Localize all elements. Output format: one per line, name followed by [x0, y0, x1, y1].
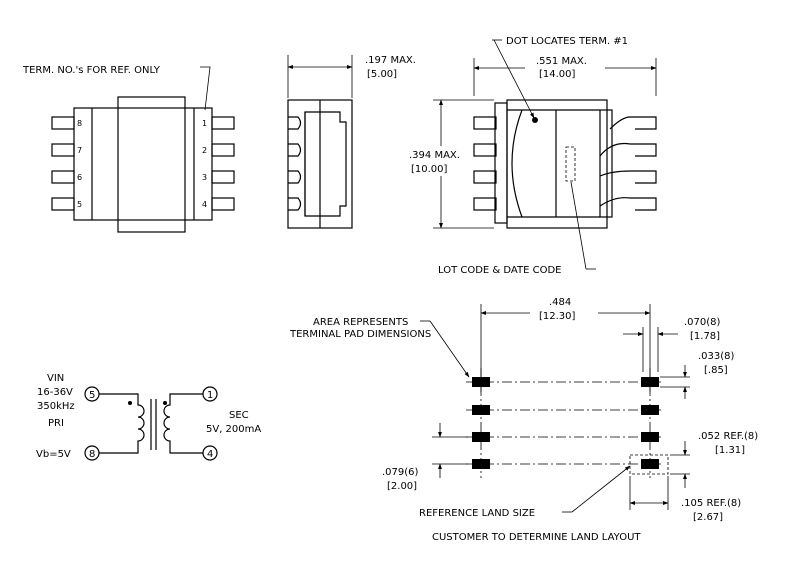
area-leader [429, 320, 470, 378]
land-pad-1 [641, 377, 659, 387]
width-mm: [14.00] [539, 69, 576, 80]
land-leader [571, 465, 631, 513]
pin-4-schem-label: 4 [207, 449, 213, 460]
sec-rating: 5V, 200mA [206, 424, 261, 435]
secondary-dot [163, 401, 167, 405]
land-pad-2 [641, 405, 659, 415]
schematic: VIN 16-36V 350kHz PRI Vb=5V 5 8 1 4 SEC … [36, 373, 261, 461]
span-mm: [12.30] [539, 311, 576, 322]
pin-label-2: 2 [202, 146, 207, 155]
pitch-in: .079(6) [382, 467, 419, 478]
pin-7-lead [51, 143, 75, 157]
pin-1-terminal [202, 386, 218, 402]
pin-label-1: 1 [202, 119, 207, 128]
ref-height-in: .052 REF.(8) [698, 431, 758, 442]
end-view: DOT LOCATES TERM. #1 .551 MAX. [14.00] .… [405, 36, 657, 276]
top-view-core [117, 96, 186, 233]
pad-width-mm: [1.78] [690, 331, 720, 342]
primary-winding [99, 393, 145, 454]
pri-label: PRI [48, 418, 64, 429]
term-ref-note: TERM. NO.'s FOR REF. ONLY [22, 65, 161, 76]
land-pad-4 [641, 459, 659, 469]
lot-note: LOT CODE & DATE CODE [438, 265, 561, 276]
secondary-winding [163, 393, 203, 454]
depth-mm: [10.00] [411, 164, 448, 175]
pin-4-terminal [202, 445, 218, 461]
pin-4-lead [211, 197, 235, 211]
pitch-mm: [2.00] [387, 481, 417, 492]
span-in: .484 [549, 297, 571, 308]
pin-5-label: 5 [89, 390, 95, 401]
pin-2-lead [211, 143, 235, 157]
primary-dot [128, 401, 132, 405]
pin-1-schem-label: 1 [207, 390, 213, 401]
land-pad-3 [641, 432, 659, 442]
area-note-2: TERMINAL PAD DIMENSIONS [289, 329, 431, 340]
dot-note: DOT LOCATES TERM. #1 [506, 36, 628, 47]
vin-label: VIN [47, 373, 64, 384]
lot-leader [570, 181, 587, 270]
land-pad-7 [472, 405, 490, 415]
freq-label: 350kHz [37, 401, 75, 412]
vin-range: 16-36V [37, 387, 73, 398]
pad-height-in: .033(8) [698, 351, 735, 362]
pin-5-lead [51, 197, 75, 211]
ref-height-mm: [1.31] [715, 445, 745, 456]
lot-code-area [565, 146, 576, 182]
vb-label: Vb=5V [36, 449, 71, 460]
pin-8-label: 8 [89, 449, 95, 460]
pad-width-in: .070(8) [684, 317, 721, 328]
sec-label: SEC [229, 410, 249, 421]
top-view: TERM. NO.'s FOR REF. ONLY 8 7 6 5 1 2 3 … [22, 65, 235, 233]
height-in: .197 MAX. [365, 55, 416, 66]
pad-height-mm: [.85] [704, 365, 728, 376]
depth-in: .394 MAX. [409, 150, 460, 161]
pin-label-8: 8 [77, 119, 82, 128]
reference-land-box [629, 454, 669, 475]
land-pattern: AREA REPRESENTS TERMINAL PAD DIMENSIONS … [289, 296, 758, 543]
height-mm: [5.00] [367, 69, 397, 80]
end-view-body [506, 99, 608, 229]
pin-label-5: 5 [77, 200, 82, 209]
ref-width-mm: [2.67] [693, 512, 723, 523]
pin-label-4: 4 [202, 200, 207, 209]
top-view-base [73, 107, 213, 221]
land-note: REFERENCE LAND SIZE [419, 508, 535, 519]
width-in: .551 MAX. [536, 56, 587, 67]
term-note-leader [200, 66, 211, 111]
pin-8-lead [51, 116, 75, 130]
ref-width-in: .105 REF.(8) [681, 498, 741, 509]
pin-label-6: 6 [77, 173, 82, 182]
side-view: .197 MAX. [5.00] [287, 55, 416, 229]
pin-1-lead [211, 116, 235, 130]
pin-1-dot [532, 117, 538, 123]
pin-label-3: 3 [202, 173, 207, 182]
land-pad-8 [472, 377, 490, 387]
customer-note: CUSTOMER TO DETERMINE LAND LAYOUT [432, 532, 641, 543]
pin-label-7: 7 [77, 146, 82, 155]
area-note-1: AREA REPRESENTS [313, 317, 408, 328]
land-pad-5 [472, 459, 490, 469]
pin-3-lead [211, 170, 235, 184]
pin-6-lead [51, 170, 75, 184]
land-pad-6 [472, 432, 490, 442]
dot-leader [493, 39, 535, 119]
